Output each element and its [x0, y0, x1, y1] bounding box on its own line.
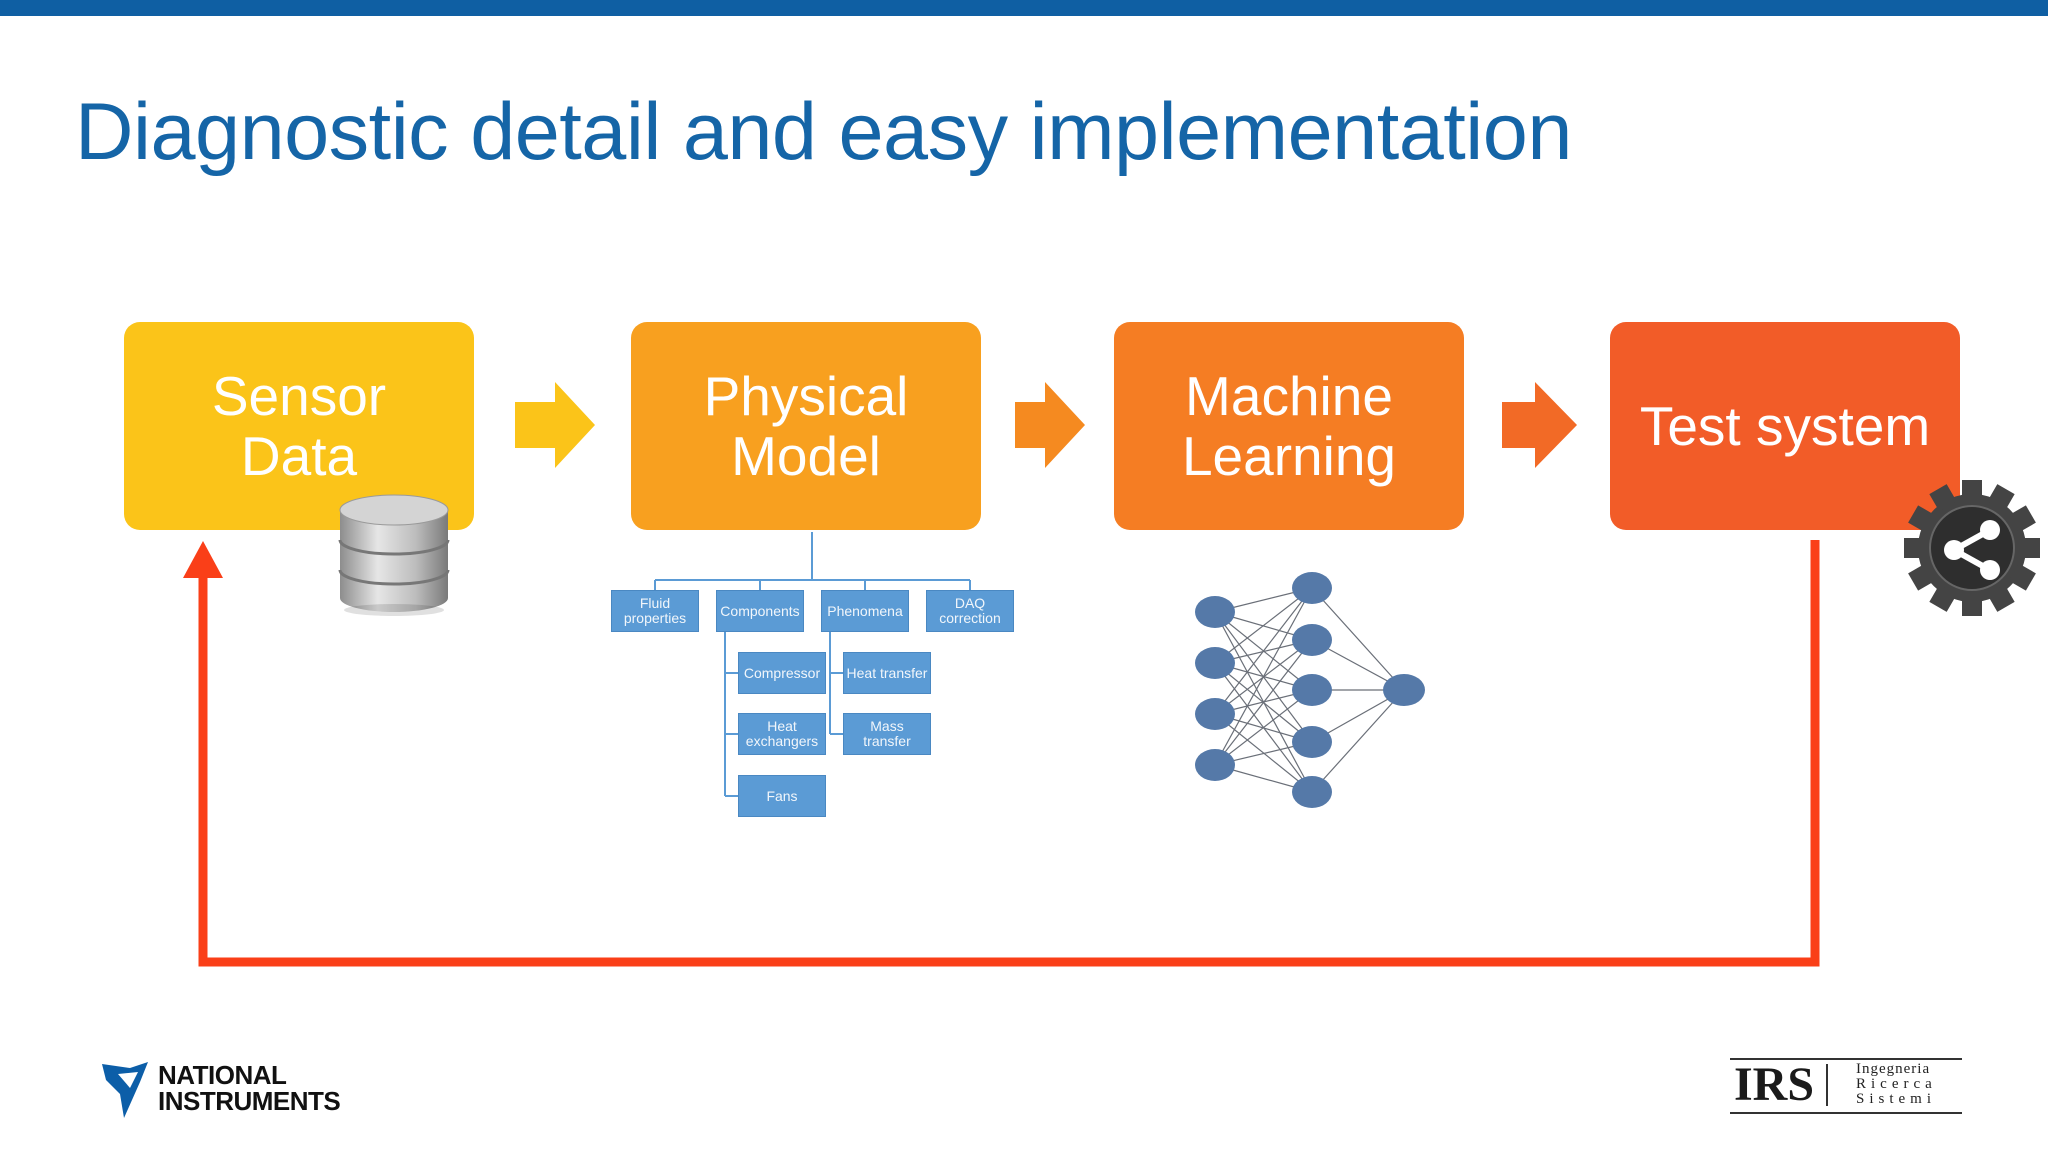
stage-machine-learning: Machine Learning [1114, 322, 1464, 530]
irs-logo-sub-2: Ricerca [1856, 1076, 1937, 1092]
nn-node [1292, 624, 1332, 656]
tree-box-fluid-properties: Fluid properties [611, 590, 699, 632]
irs-logo-sub-3: Sistemi [1856, 1091, 1937, 1107]
nn-connection [1214, 587, 1313, 715]
nn-node [1195, 698, 1235, 730]
nn-node [1195, 647, 1235, 679]
nn-node [1292, 726, 1332, 758]
tree-box-mass-transfer: Mass transfer [843, 713, 931, 755]
nn-node [1383, 674, 1425, 706]
irs-logo-sub-1: Ingegneria [1856, 1061, 1931, 1077]
tree-box-components: Components [716, 590, 804, 632]
ni-logo-line1: NATIONAL [158, 1060, 287, 1090]
nn-node [1292, 572, 1332, 604]
stage-sensor-data: Sensor Data [124, 322, 474, 530]
nn-node [1195, 749, 1235, 781]
tree-box-fans: Fans [738, 775, 826, 817]
nn-connection [1311, 587, 1405, 691]
nn-node [1292, 674, 1332, 706]
irs-logo-main: IRS [1734, 1058, 1815, 1111]
nn-node [1292, 776, 1332, 808]
stage-machine-learning-label: Machine Learning [1181, 365, 1397, 487]
stage-physical-model-label: Physical Model [703, 365, 909, 487]
nn-connection [1214, 639, 1313, 766]
tree-box-heat-transfer: Heat transfer [843, 652, 931, 694]
ni-logo-line2: INSTRUMENTS [158, 1086, 341, 1116]
nn-connection [1214, 587, 1313, 664]
arrow-ml-to-test-icon [1502, 382, 1577, 468]
stage-sensor-data-label: Sensor Data [211, 365, 387, 487]
tree-box-phenomena: Phenomena [821, 590, 909, 632]
tree-box-compressor: Compressor [738, 652, 826, 694]
tree-box-daq-correction: DAQ correction [926, 590, 1014, 632]
neural-network-icon [1195, 572, 1425, 808]
stage-test-system: Test system [1610, 322, 1960, 530]
nn-connection [1214, 689, 1313, 766]
model-tree-lines [654, 532, 971, 797]
slide-title: Diagnostic detail and easy implementatio… [75, 87, 1572, 177]
ni-eagle-icon [102, 1062, 148, 1118]
arrow-sensor-to-model-icon [515, 382, 595, 468]
tree-box-heat-exchangers: Heat exchangers [738, 713, 826, 755]
arrow-model-to-ml-icon [1015, 382, 1085, 468]
feedback-loop-arrow [198, 540, 1820, 967]
nn-node [1195, 596, 1235, 628]
irs-logo: IRS Ingegneria Ricerca Sistemi [1730, 1058, 1962, 1114]
nn-connection [1214, 587, 1313, 766]
feedback-arrow-head-icon [183, 541, 223, 578]
stage-test-system-label: Test system [1639, 395, 1931, 457]
top-accent-bar [0, 0, 2048, 16]
national-instruments-logo: NATIONAL INSTRUMENTS [100, 1060, 350, 1120]
nn-connection [1311, 689, 1405, 793]
stage-physical-model: Physical Model [631, 322, 981, 530]
